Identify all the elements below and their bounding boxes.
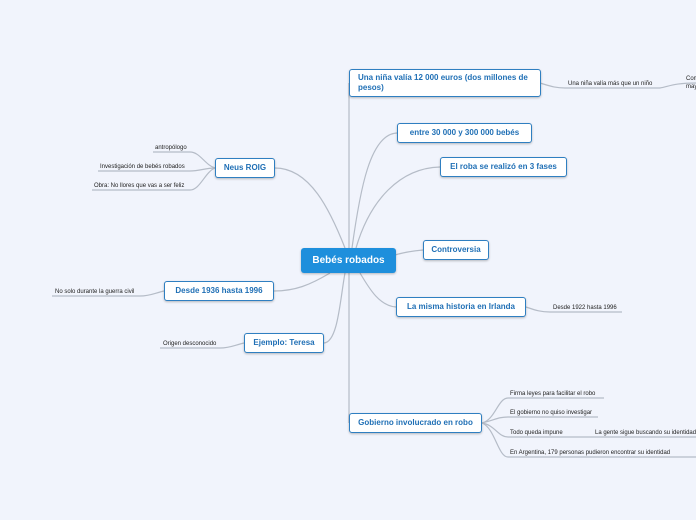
topic-neus[interactable]: Neus ROIG [215,158,275,178]
leaf-irlanda-1[interactable]: Desde 1922 hasta 1996 [553,305,617,311]
topic-desde[interactable]: Desde 1936 hasta 1996 [164,281,274,301]
topic-controversia[interactable]: Controversia [423,240,489,260]
leaf-gobierno-3[interactable]: Todo queda impune [510,430,563,436]
topic-gobierno[interactable]: Gobierno involucrado en robo [349,413,482,433]
leaf-gobierno-1[interactable]: Firma leyes para facilitar el robo [510,391,596,397]
leaf-teresa-1[interactable]: Origen desconocido [163,341,217,347]
topic-teresa[interactable]: Ejemplo: Teresa [244,333,324,353]
leaf-gobierno-3-1[interactable]: La gente sigue buscando su identidad [595,430,696,436]
leaf-neus-1[interactable]: antropólogo [155,145,187,151]
topic-irlanda[interactable]: La misma historia en Irlanda [396,297,526,317]
connector-desde [273,272,331,292]
connector-teresa [323,272,346,344]
leaf-neus-2[interactable]: Investigación de bebés robados [100,164,185,170]
leaf-nina-2a[interactable]: Com [686,76,696,82]
connector-neus [274,167,346,249]
leaf-gobierno-2[interactable]: El gobierno no quiso investigar [510,410,593,416]
leaf-neus-3[interactable]: Obra: No llores que vas a ser feliz [94,183,185,189]
leaf-desde-1[interactable]: No solo durante la guerra civil [55,289,135,295]
topic-fases[interactable]: El roba se realizó en 3 fases [440,157,567,177]
connector-entre [351,132,398,249]
central-topic[interactable]: Bebés robados [301,248,396,273]
leaf-nina-2b[interactable]: may [686,84,696,90]
topic-entre[interactable]: entre 30 000 y 300 000 bebés [397,123,532,143]
leaf-gobierno-4[interactable]: En Argentina, 179 personas pudieron enco… [510,450,671,456]
connector-irlanda [359,272,397,308]
leaf-nina-1[interactable]: Una niña valía más que un niño [568,81,653,87]
connector-controversia [394,249,424,256]
connector-fases [355,166,441,249]
topic-nina[interactable]: Una niña valía 12 000 euros (dos millone… [349,69,541,97]
